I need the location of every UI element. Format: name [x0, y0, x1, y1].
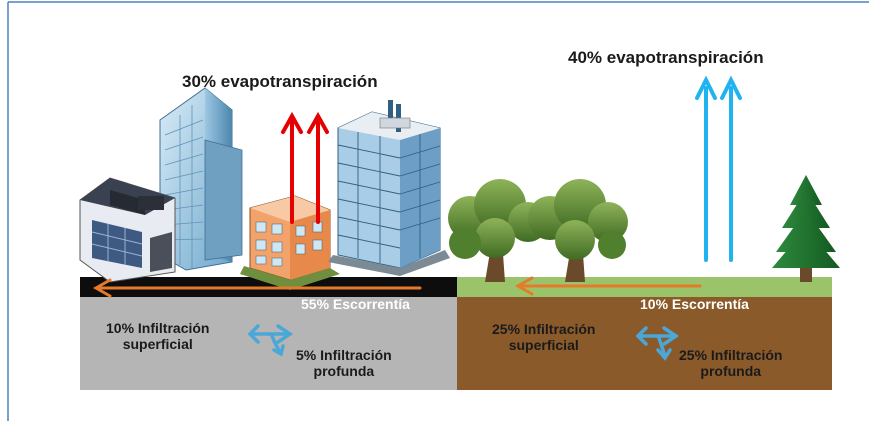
deciduous-tree-icon	[528, 179, 628, 282]
rural-infiltration-arrows	[635, 326, 680, 361]
rural-runoff-arrow	[514, 276, 702, 296]
urban-soil-layer	[80, 297, 457, 390]
urban-shallow-infiltration-label: 10% Infiltración superficial	[106, 320, 209, 352]
glass-office-tower-icon	[328, 100, 450, 276]
pine-tree-icon	[772, 175, 840, 282]
urban-shallow-infiltration-line2: superficial	[122, 336, 193, 353]
low-office-building-icon	[79, 177, 176, 283]
urban-evapotranspiration-arrows	[281, 111, 329, 224]
rural-runoff-label: 10% Escorrentía	[640, 296, 749, 312]
rural-evapotranspiration-arrows	[695, 75, 742, 262]
urban-infiltration-arrows	[247, 324, 294, 357]
urban-runoff-arrow	[92, 278, 422, 298]
rural-deep-infiltration-line1: 25% Infiltración	[679, 347, 783, 363]
rural-deep-infiltration-line2: profunda	[700, 363, 762, 380]
urban-shallow-infiltration-line1: 10% Infiltración	[106, 320, 210, 336]
urban-deep-infiltration-line2: profunda	[313, 363, 375, 380]
urban-evapotranspiration-label: 30% evapotranspiración	[182, 72, 378, 91]
deciduous-tree-icon	[448, 179, 548, 282]
rural-shallow-infiltration-label: 25% Infiltración superficial	[492, 321, 595, 353]
urban-runoff-label: 55% Escorrentía	[301, 296, 410, 312]
rural-deep-infiltration-label: 25% Infiltración profunda	[679, 347, 782, 379]
urban-deep-infiltration-label: 5% Infiltración profunda	[296, 347, 392, 379]
apartment-building-icon	[240, 195, 340, 290]
rural-shallow-infiltration-line1: 25% Infiltración	[492, 321, 596, 337]
rural-evapotranspiration-label: 40% evapotranspiración	[568, 48, 764, 67]
urban-deep-infiltration-line1: 5% Infiltración	[296, 347, 392, 363]
rural-shallow-infiltration-line2: superficial	[508, 337, 579, 354]
